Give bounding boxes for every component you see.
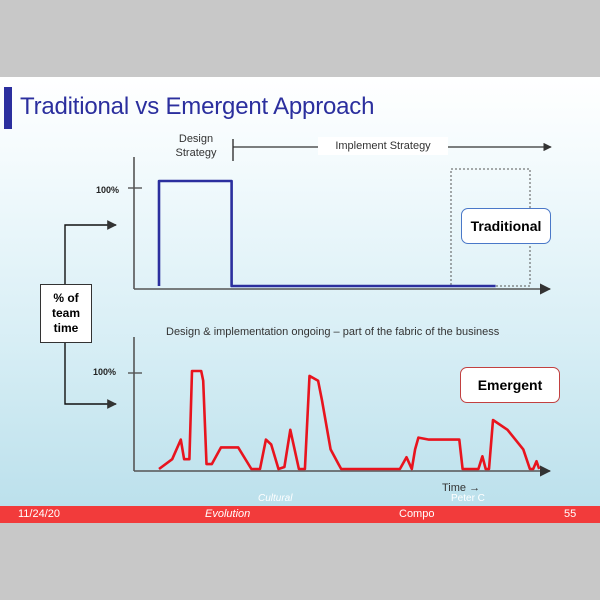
footer-page-number: 55 [564, 508, 577, 520]
footer-bar: 11/24/20 Evolution Compo 55 [0, 506, 600, 523]
time-axis-label: Time → [442, 482, 481, 494]
cultural-label: Cultural [258, 493, 293, 504]
slide: Traditional vs Emergent Approach Design … [0, 77, 600, 523]
team-arrow-down [64, 342, 117, 409]
team-time-box: % of team time [40, 284, 92, 343]
emergent-label-box: Emergent [460, 367, 560, 403]
implement-strategy-label: Implement Strategy [318, 137, 448, 155]
traditional-label-box: Traditional [461, 208, 551, 244]
emergent-label: Emergent [477, 377, 543, 393]
traditional-series-line [157, 179, 496, 288]
emergent-caption: Design & implementation ongoing – part o… [166, 326, 500, 338]
top-y-tick-label: 100% [96, 185, 120, 195]
team-arrow-up [64, 220, 117, 284]
bottom-y-tick-label: 100% [93, 367, 117, 377]
title-accent-bar [4, 87, 12, 129]
author-label: Peter C [451, 493, 485, 504]
footer-evolution: Evolution [205, 508, 251, 520]
diagram-canvas [64, 139, 552, 477]
footer-date: 11/24/20 [18, 508, 61, 520]
traditional-label: Traditional [470, 218, 542, 234]
footer-compo: Compo [399, 508, 435, 520]
design-strategy-label: Design Strategy [175, 133, 217, 159]
team-time-label: % of team time [51, 291, 80, 335]
slide-title: Traditional vs Emergent Approach [20, 93, 375, 120]
emergent-series-line [158, 369, 541, 471]
